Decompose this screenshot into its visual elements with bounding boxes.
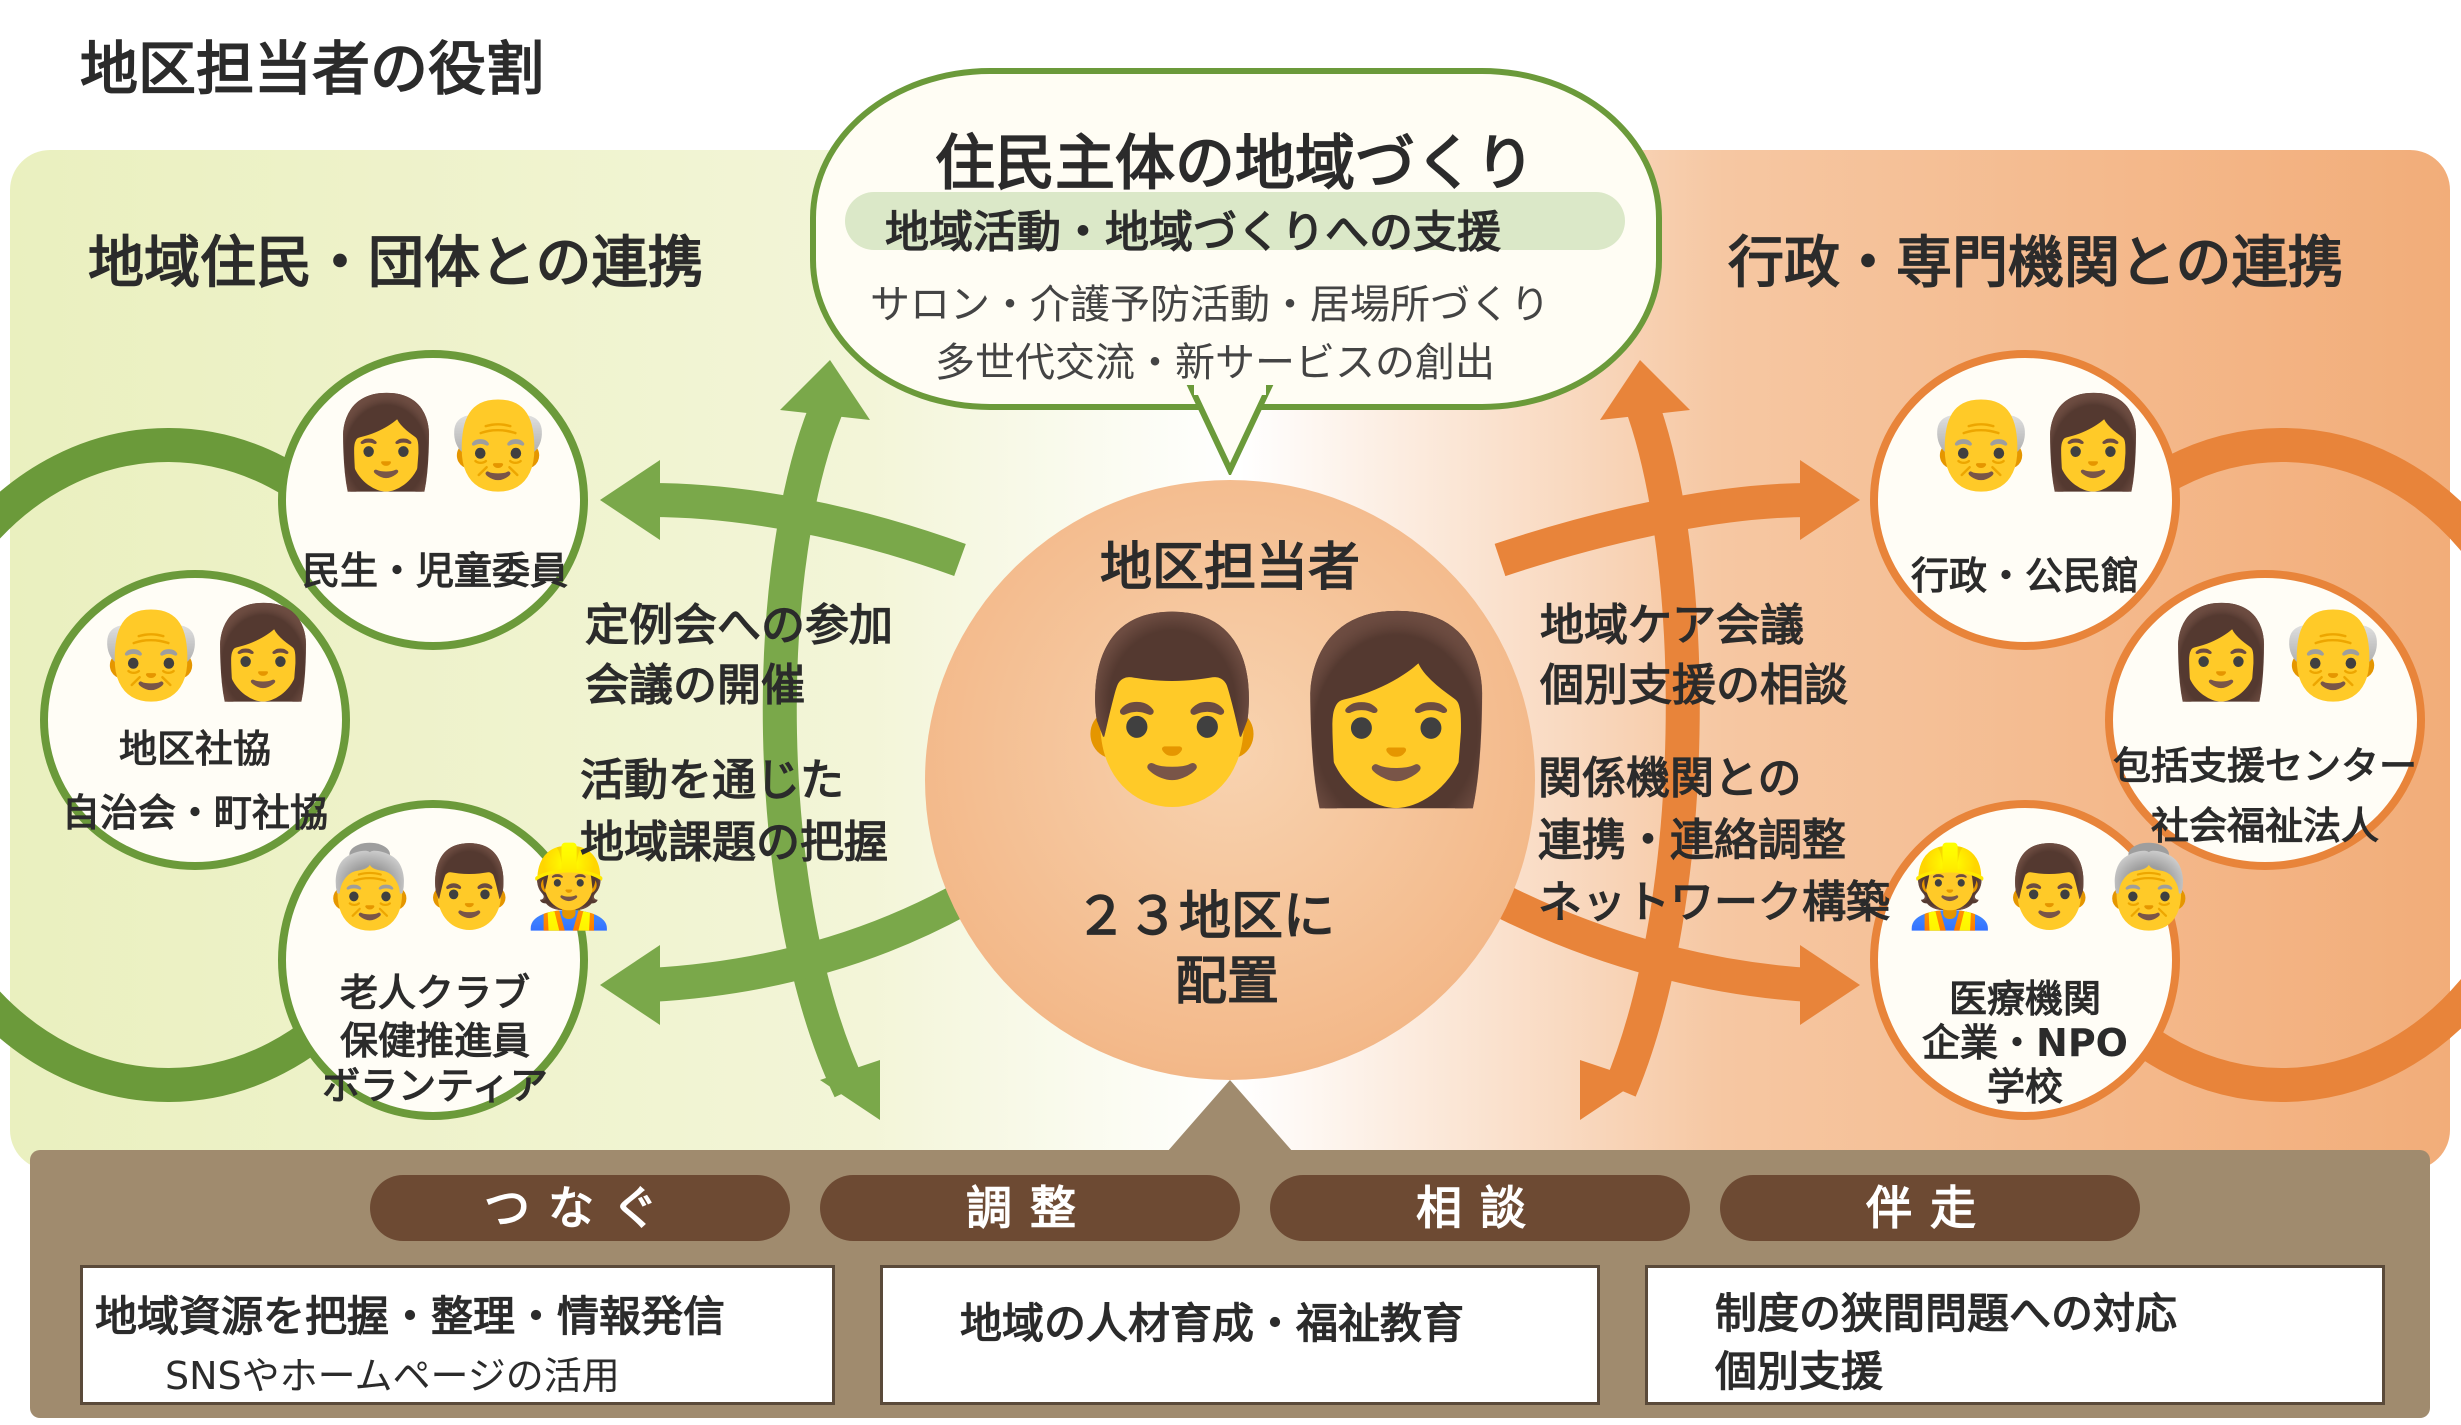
box-resources-sub: SNSやホームページの活用 [165,1354,620,1398]
center-sub-1: ２３地区に [1075,887,1336,947]
tab-bansou: 伴走 [1720,1175,2140,1241]
node-hokatsu [2105,570,2425,870]
green-arrow-up [762,393,866,1098]
right-text-b2: 連携・連絡調整 [1538,815,1846,866]
right-text-a1: 地域ケア会議 [1540,600,1804,651]
box-training-main: 地域の人材育成・福祉教育 [960,1299,1465,1348]
left-text-b1: 活動を通じた [580,755,844,806]
node-iryo-label-3: 学校 [1986,1065,2063,1109]
staff-people-icon: 👨👩 [1060,605,1509,814]
node-minsei-label: 民生・児童委員 [301,549,568,593]
bubble-line-2: 多世代交流・新サービスの創出 [935,340,1495,386]
page-title: 地区担当者の役割 [80,35,545,103]
box-resources-main: 地域資源を把握・整理・情報発信 [95,1292,726,1341]
right-text-b1: 関係機関との [1538,753,1802,804]
node-rojin-label-3: ボランティア [322,1064,548,1108]
rojin-people-icon: 👵👨👷 [320,840,619,933]
node-iryo-label-2: 企業・NPO [1922,1021,2128,1065]
orange-arrow-right-bottom [1492,884,1812,1002]
box-support-line-1: 制度の狭間問題への対応 [1715,1289,2178,1338]
node-rojin-label-1: 老人クラブ [339,971,530,1015]
node-rojin-label-2: 保健推進員 [339,1019,530,1063]
chikushakyo-people-icon: 👴👩 [95,600,320,705]
hokatsu-people-icon: 👩👴 [2165,600,2390,705]
box-support-line-2: 個別支援 [1715,1347,1884,1396]
left-text-a2: 会議の開催 [585,660,805,711]
center-circle [925,480,1535,1080]
node-gyosei [1870,350,2180,650]
center-title: 地区担当者 [1100,538,1361,598]
base-pointer [1160,1080,1300,1160]
right-text-b3: ネットワーク構築 [1538,877,1890,928]
node-chikushakyo [40,570,350,870]
node-hokatsu-label-2: 社会福祉法人 [2150,804,2379,848]
left-panel-title: 地域住民・団体との連携 [88,231,704,296]
iryo-people-icon: 👷👨👵 [1900,840,2199,933]
bubble-title: 住民主体の地域づくり [935,129,1535,199]
green-arrow-left-bottom [649,885,969,1002]
tab-tsunagu: つなぐ [370,1175,790,1241]
minsei-people-icon: 👩👴 [330,390,555,495]
right-text-a2: 個別支援の相談 [1540,660,1848,711]
orange-arrow-up [1604,394,1700,1097]
node-minsei [278,350,588,650]
node-hokatsu-label-1: 包括支援センター [2112,744,2417,788]
tab-chosei: 調整 [820,1175,1240,1241]
node-rojin [278,800,588,1120]
node-chikushakyo-label-2: 自治会・町社協 [61,791,328,835]
tab-sodan: 相談 [1270,1175,1690,1241]
bubble-subtitle: 地域活動・地域づくりへの支援 [885,207,1501,258]
left-text-a1: 定例会への参加 [585,600,893,651]
left-ring [0,428,374,1102]
left-text-b2: 地域課題の把握 [580,817,888,868]
node-chikushakyo-label-1: 地区社協 [118,727,271,771]
box-support [1645,1265,2385,1405]
bubble-subtitle-pill [845,192,1625,250]
node-iryo-label-1: 医療機関 [1948,977,2101,1021]
center-sub-2: 配置 [1175,952,1280,1012]
bubble-tail [1186,385,1274,475]
right-panel-title: 行政・専門機関との連携 [1728,231,2344,296]
right-ring [2076,428,2461,1102]
gyosei-people-icon: 👴👩 [1925,390,2150,495]
node-iryo [1870,800,2180,1120]
box-training [880,1265,1600,1405]
orange-arrow-right-top [1494,483,1811,577]
green-arrow-left-top [649,483,966,576]
box-resources [80,1265,835,1405]
bubble-line-1: サロン・介護予防活動・居場所づくり [870,282,1550,328]
node-gyosei-label: 行政・公民館 [1910,554,2139,598]
